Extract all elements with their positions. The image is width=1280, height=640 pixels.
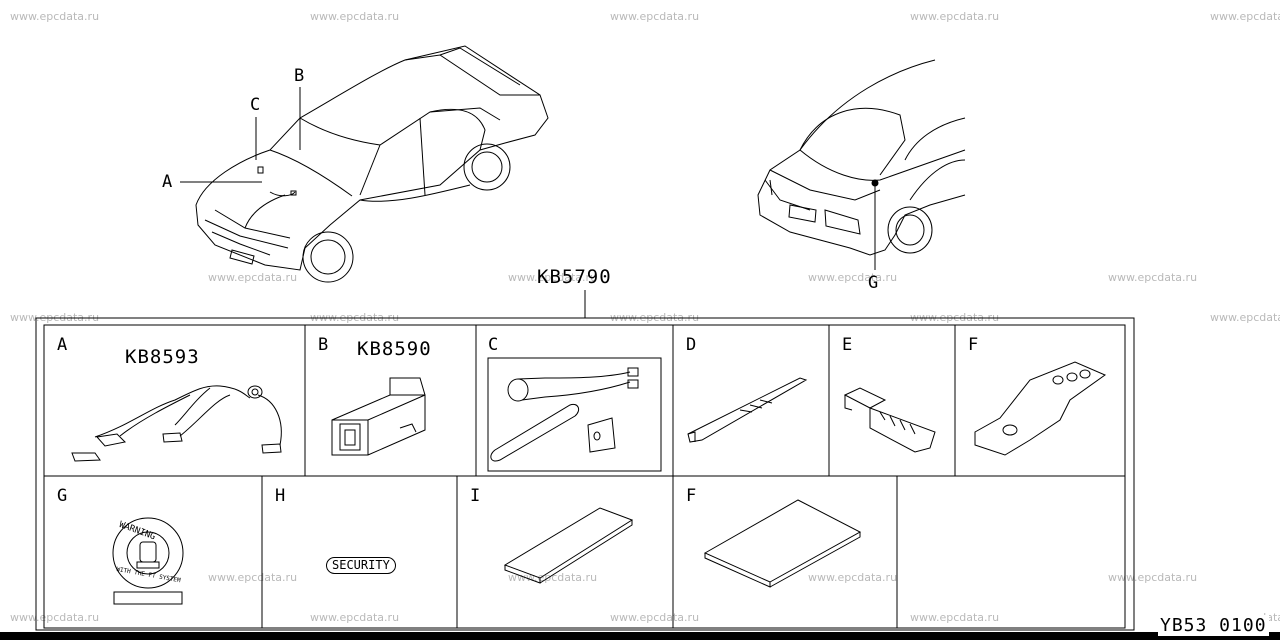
bottom-bar	[0, 632, 1280, 640]
part-h-security-label: SECURITY	[326, 557, 396, 574]
watermark: www.epcdata.ru	[1210, 311, 1280, 324]
part-c-box	[487, 357, 662, 472]
part-i-letter: I	[470, 486, 481, 506]
kit-outer-frame	[35, 317, 1135, 631]
part-e-letter: E	[842, 335, 853, 355]
watermark: www.epcdata.ru	[910, 611, 1000, 624]
front-car-leaders	[180, 87, 301, 183]
watermark: www.epcdata.ru	[1210, 10, 1280, 23]
callout-g: G	[868, 273, 879, 293]
callout-a: A	[162, 172, 173, 192]
watermark: www.epcdata.ru	[1108, 571, 1198, 584]
part-d-cable-tie-drawing	[687, 377, 808, 443]
watermark: www.epcdata.ru	[208, 571, 298, 584]
kit-code: KB5790	[537, 266, 612, 288]
rear-car-illustration	[757, 59, 966, 256]
part-f2-pad-drawing	[703, 499, 862, 588]
watermark: www.epcdata.ru	[1108, 271, 1198, 284]
part-f-bracket-drawing	[974, 361, 1107, 456]
part-g-letter: G	[57, 486, 68, 506]
watermark: www.epcdata.ru	[310, 611, 400, 624]
watermark: www.epcdata.ru	[10, 10, 100, 23]
watermark: www.epcdata.ru	[808, 571, 898, 584]
watermark: www.epcdata.ru	[208, 271, 298, 284]
watermark: www.epcdata.ru	[610, 611, 700, 624]
part-e-clip-drawing	[843, 387, 936, 453]
watermark: www.epcdata.ru	[610, 10, 700, 23]
part-h-letter: H	[275, 486, 286, 506]
callout-b: B	[294, 66, 305, 86]
watermark: www.epcdata.ru	[808, 271, 898, 284]
bottom-row-dividers	[261, 476, 898, 628]
watermark: www.epcdata.ru	[10, 611, 100, 624]
watermark: www.epcdata.ru	[910, 10, 1000, 23]
part-f-letter: F	[968, 335, 979, 355]
part-i-strip-drawing	[503, 507, 634, 584]
part-b-code: KB8590	[357, 338, 432, 360]
part-b-letter: B	[318, 335, 329, 355]
part-c-letter: C	[488, 335, 499, 355]
part-b-module-drawing	[331, 377, 426, 456]
part-d-letter: D	[686, 335, 697, 355]
document-code: YB53 0100	[1158, 615, 1269, 636]
part-a-harness-drawing	[71, 385, 282, 462]
part-a-code: KB8593	[125, 346, 200, 368]
callout-c: C	[250, 95, 261, 115]
part-a-letter: A	[57, 335, 68, 355]
part-f2-letter: F	[686, 486, 697, 506]
watermark: www.epcdata.ru	[310, 10, 400, 23]
watermark: www.epcdata.ru	[508, 271, 598, 284]
part-g-warning-sticker-drawing	[112, 517, 184, 605]
front-car-illustration	[195, 45, 549, 283]
top-row-dividers	[304, 325, 956, 476]
part-c-sensor-drawing	[490, 367, 639, 462]
